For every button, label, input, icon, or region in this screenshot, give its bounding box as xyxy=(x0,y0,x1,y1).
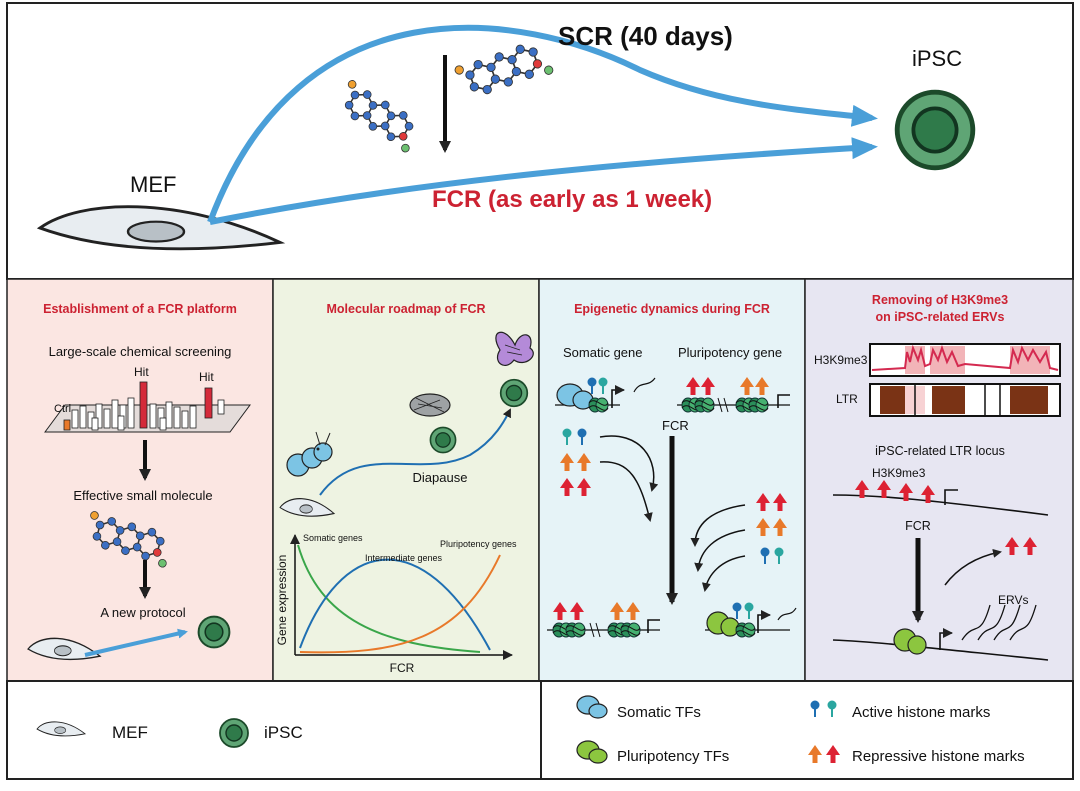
fcr-label-p4: FCR xyxy=(905,519,931,533)
somatic-tfs-icon xyxy=(576,695,608,719)
butterfly-icon xyxy=(495,331,534,366)
protocol-arrow xyxy=(84,628,188,657)
fcr-label-p3: FCR xyxy=(662,418,689,433)
active-marks-label: Active histone marks xyxy=(852,704,990,721)
scr-label: SCR (40 days) xyxy=(558,21,733,51)
ipsc-cell-top xyxy=(897,92,973,168)
screening-plate xyxy=(44,381,251,433)
panel3-title: Epigenetic dynamics during FCR xyxy=(574,302,770,316)
effective-label: Effective small molecule xyxy=(73,488,212,503)
somatic-curve xyxy=(297,544,481,653)
roadmap-arrow xyxy=(319,408,511,496)
screening-label: Large-scale chemical screening xyxy=(49,344,232,359)
h3k9me3-leaving-arrow xyxy=(944,548,1002,586)
ervs-label: ERVs xyxy=(998,593,1028,607)
intermediate-curve xyxy=(299,558,491,651)
legend-ipsc-label: iPSC xyxy=(264,723,303,742)
pluripotency-locus-bottom xyxy=(547,602,660,638)
pluripotency-locus-top xyxy=(677,377,790,413)
pluripotency-tfs-icon xyxy=(576,740,608,764)
hit-bar-2 xyxy=(204,387,213,419)
ltr-locus-label: iPSC-related LTR locus xyxy=(875,444,1005,458)
panel4-title-line2: on iPSC-related ERVs xyxy=(876,310,1005,324)
repressive-marks-label: Repressive histone marks xyxy=(852,748,1025,765)
ipsc-cell-p1 xyxy=(197,615,231,649)
legend-left xyxy=(6,680,542,780)
pluripotency-genes-label: Pluripotency genes xyxy=(440,539,517,549)
marks-leaving xyxy=(560,428,659,522)
hit-label-1: Hit xyxy=(134,365,149,379)
hit-bar-1 xyxy=(139,381,148,429)
panel-fcr-platform xyxy=(6,278,274,682)
ipsc-cell-p2b xyxy=(429,426,457,454)
panel1-title: Establishment of a FCR platform xyxy=(43,302,237,316)
somatic-locus-top xyxy=(555,377,656,413)
fcr-label: FCR (as early as 1 week) xyxy=(432,186,712,213)
ltr-track xyxy=(869,383,1061,417)
ctrl-label: Ctrl xyxy=(54,403,71,415)
cocoon-icon xyxy=(409,393,451,417)
h3k9me3-track-label: H3K9me3 xyxy=(814,353,868,367)
somatic-gene-label: Somatic gene xyxy=(563,345,643,360)
gene-expression-chart xyxy=(290,534,513,660)
diapause-label: Diapause xyxy=(413,470,468,485)
panel-molecular-roadmap xyxy=(272,278,540,682)
intermediate-genes-label: Intermediate genes xyxy=(365,553,443,563)
legend-ipsc-icon xyxy=(219,718,249,748)
ltr-locus-top xyxy=(832,480,1049,516)
h3k9me3-mark-label: H3K9me3 xyxy=(872,466,926,480)
somatic-locus-bottom xyxy=(705,602,797,638)
ltr-track-label: LTR xyxy=(836,392,858,406)
h3k9me3-track xyxy=(869,343,1061,377)
somatic-tfs-label: Somatic TFs xyxy=(617,704,701,721)
somatic-genes-label: Somatic genes xyxy=(303,533,363,543)
hit-label-2: Hit xyxy=(199,370,214,384)
ipsc-cell-p2 xyxy=(499,378,529,408)
pluripotency-curve xyxy=(299,554,501,654)
scr-arrow xyxy=(207,24,878,224)
protocol-label: A new protocol xyxy=(100,605,185,620)
pluripotency-tfs-label: Pluripotency TFs xyxy=(617,748,729,765)
larva-icon xyxy=(286,431,333,477)
mef-label-top: MEF xyxy=(130,172,176,197)
y-axis-label: Gene expression xyxy=(275,555,289,646)
panel2-title: Molecular roadmap of FCR xyxy=(326,302,485,316)
panel4-title-line1: Removing of H3K9me3 xyxy=(872,293,1008,307)
panel-h3k9me3-removal xyxy=(804,278,1074,682)
ipsc-label-top: iPSC xyxy=(912,46,962,71)
pluripotency-gene-label: Pluripotency gene xyxy=(678,345,782,360)
ltr-locus-bottom xyxy=(832,604,1049,661)
legend-right xyxy=(540,680,1074,780)
fcr-arrow xyxy=(209,137,878,225)
x-axis-label: FCR xyxy=(390,661,415,675)
legend-mef-label: MEF xyxy=(112,723,148,742)
marks-arriving xyxy=(690,493,787,592)
